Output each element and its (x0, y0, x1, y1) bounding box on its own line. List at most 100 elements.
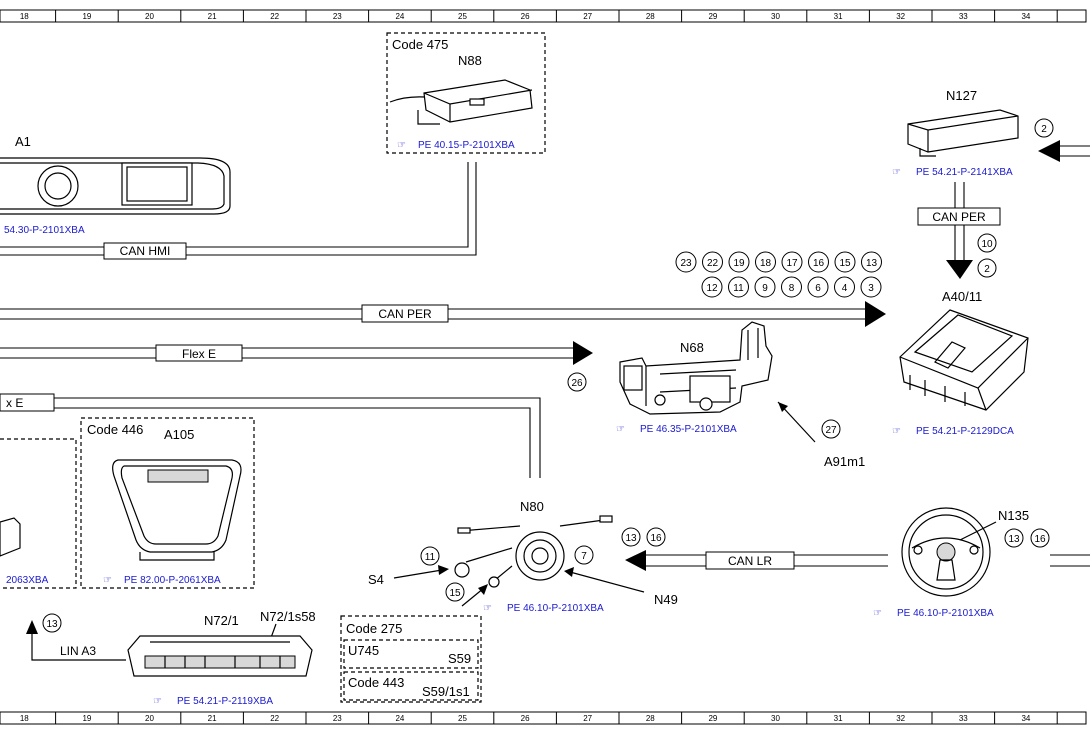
callout-circle (834, 276, 855, 298)
callout-circle (702, 251, 723, 273)
callout-s4-15: 15 (449, 588, 461, 599)
top-ruler-num-31: 31 (834, 12, 843, 21)
n88-ref-link[interactable]: PE 40.15-P-2101XBA (418, 140, 515, 151)
top-ruler-num-21: 21 (208, 12, 217, 21)
bottom-ruler-num-28: 28 (646, 714, 655, 723)
n68-ref-link[interactable]: PE 46.35-P-2101XBA (640, 424, 737, 435)
bottom-ruler-num-30: 30 (771, 714, 780, 723)
callout-9: 9 (762, 283, 768, 294)
can-hmi-label: CAN HMI (120, 244, 171, 258)
bottom-ruler-num-34: 34 (1021, 714, 1030, 723)
top-ruler-num-26: 26 (521, 12, 530, 21)
top-ruler-num-19: 19 (82, 12, 91, 21)
n80-ref-icon: ☞ (483, 603, 492, 614)
callout-can-per-10: 10 (981, 239, 993, 250)
a105-ref-link[interactable]: PE 82.00-P-2061XBA (124, 575, 221, 586)
component-n88: Code 475 N88 ☞ PE 40.15-P-2101XBA (386, 32, 546, 154)
n88-label: N88 (458, 53, 482, 68)
n49-label: N49 (654, 592, 678, 607)
s59-label: S59 (448, 651, 471, 666)
code-275: Code 275 (346, 621, 402, 636)
top-ruler-num-30: 30 (771, 12, 780, 21)
bottom-ruler-num-21: 21 (208, 714, 217, 723)
n135-label: N135 (998, 508, 1029, 523)
callout-8: 8 (789, 283, 795, 294)
top-ruler-num-18: 18 (20, 12, 29, 21)
callout-circle (834, 251, 856, 273)
component-n135: N135 ☞ PE 46.10-P-2101XBA (873, 507, 1029, 619)
bottom-ruler-num-33: 33 (959, 714, 968, 723)
n49-pointer: 7 N49 (564, 545, 678, 607)
callout-circle (861, 251, 882, 273)
component-left-cut: 2063XBA (0, 438, 77, 589)
n72-ref-link[interactable]: PE 54.21-P-2119XBA (177, 696, 273, 707)
a105-ref-icon: ☞ (103, 575, 112, 586)
bottom-ruler-num-27: 27 (583, 714, 592, 723)
callout-canlr-16: 16 (650, 533, 662, 544)
n135-side-input: 13 16 (1004, 528, 1090, 567)
n135-ref-link[interactable]: PE 46.10-P-2101XBA (897, 608, 994, 619)
callout-n135-13: 13 (1008, 534, 1020, 545)
n68-ref-icon: ☞ (616, 424, 625, 435)
callout-circle (701, 276, 723, 298)
callout-6: 6 (815, 283, 821, 294)
n127-side-input: 2 (1034, 118, 1090, 162)
component-n127: N127 ☞ PE 54.21-P-2141XBA (892, 88, 1019, 178)
can-per-top-label: CAN PER (932, 210, 986, 224)
n127-ref-link[interactable]: PE 54.21-P-2141XBA (916, 167, 1013, 178)
bottom-ruler-num-20: 20 (145, 714, 154, 723)
callout-can-per-2: 2 (984, 264, 990, 275)
a40-11-label: A40/11 (942, 289, 982, 304)
a40-11-ref-link[interactable]: PE 54.21-P-2129DCA (916, 426, 1014, 437)
s59-1s1-label: S59/1s1 (422, 684, 470, 699)
bottom-ruler-num-22: 22 (270, 714, 279, 723)
callout-17: 17 (786, 258, 798, 269)
n127-label: N127 (946, 88, 977, 103)
callout-circle (781, 276, 802, 298)
n72-ref-icon: ☞ (153, 696, 162, 707)
n135-ref-icon: ☞ (873, 608, 882, 619)
bottom-ruler-num-19: 19 (82, 714, 91, 723)
callout-19: 19 (733, 258, 745, 269)
n72-1-label: N72/1 (204, 613, 239, 628)
bottom-ruler-num-26: 26 (521, 714, 530, 723)
can-per-vertical-bus: CAN PER 10 2 (917, 182, 1001, 279)
callout-circle (728, 276, 749, 298)
callout-23: 23 (680, 258, 692, 269)
callout-circle (808, 251, 829, 273)
callout-12: 12 (706, 283, 718, 294)
component-n72-1: N72/1 N72/1s58 ☞ PE 54.21-P-2119XBA (127, 609, 316, 707)
callout-18: 18 (760, 258, 772, 269)
callout-n127-2: 2 (1041, 124, 1047, 135)
callout-circle (675, 251, 697, 273)
callout-lin-13: 13 (46, 619, 58, 630)
callout-circle (860, 276, 882, 298)
callout-a91-27: 27 (825, 425, 837, 436)
bottom-ruler-num-25: 25 (458, 714, 467, 723)
top-ruler-num-22: 22 (270, 12, 279, 21)
s4-label: S4 (368, 572, 384, 587)
can-hmi-bus: CAN HMI (0, 162, 477, 260)
bottom-ruler-num-24: 24 (395, 714, 404, 723)
n127-ref-icon: ☞ (892, 167, 901, 178)
left-cut-ref[interactable]: 2063XBA (6, 575, 49, 586)
callout-22: 22 (707, 258, 719, 269)
flex-e-n80-bus: x E (0, 393, 541, 478)
a1-ref-link[interactable]: 54.30-P-2101XBA (4, 225, 85, 236)
top-ruler-num-32: 32 (896, 12, 905, 21)
can-per-main-label: CAN PER (378, 307, 432, 321)
callout-3: 3 (868, 283, 874, 294)
callout-16: 16 (813, 258, 825, 269)
n68-label: N68 (680, 340, 704, 355)
top-ruler-num-25: 25 (458, 12, 467, 21)
a40-11-ref-icon: ☞ (892, 426, 901, 437)
top-ruler-num-24: 24 (395, 12, 404, 21)
top-ruler-num-33: 33 (959, 12, 968, 21)
s4-pointer: 11 S4 15 (368, 546, 488, 607)
callout-circle (754, 276, 776, 298)
n80-ref-link[interactable]: PE 46.10-P-2101XBA (507, 603, 604, 614)
